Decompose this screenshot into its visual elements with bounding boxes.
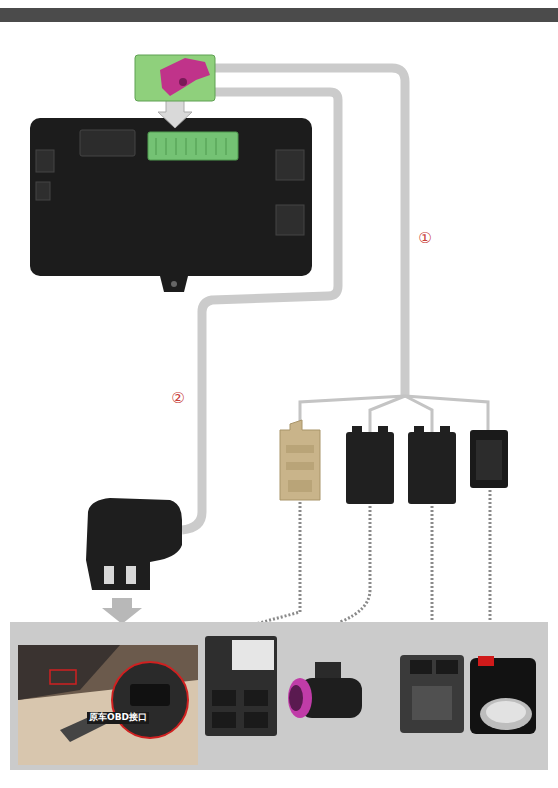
callout-number: ② xyxy=(170,390,185,407)
start-button xyxy=(470,658,536,734)
black-connector xyxy=(408,432,456,504)
photo-caption: 原车OBD接口 xyxy=(87,712,149,724)
light-switch xyxy=(400,655,464,733)
obd-plug xyxy=(86,498,182,590)
black-connector xyxy=(346,432,394,504)
car-photo xyxy=(18,645,198,765)
header-bar xyxy=(0,8,558,22)
tan-connector xyxy=(280,420,320,500)
bcm-module xyxy=(205,636,277,736)
callout-number: ① xyxy=(417,230,432,247)
control-module xyxy=(30,118,312,276)
black-connector xyxy=(470,430,508,488)
green-connector xyxy=(135,55,215,101)
wire-branches xyxy=(300,396,488,432)
parts-panel xyxy=(10,622,548,770)
